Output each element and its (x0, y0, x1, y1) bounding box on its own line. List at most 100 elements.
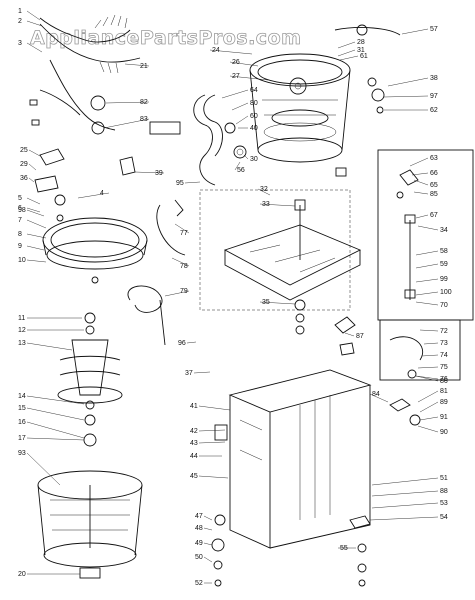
callout-81[interactable]: 81 (440, 388, 448, 395)
agitator[interactable] (57, 312, 123, 447)
callout-75[interactable]: 75 (440, 364, 448, 371)
callout-76[interactable]: 76 (440, 376, 448, 383)
callout-3[interactable]: 3 (18, 40, 22, 47)
callout-86[interactable]: 86 (440, 378, 448, 385)
callout-95[interactable]: 95 (176, 180, 184, 187)
callout-99[interactable]: 99 (440, 276, 448, 283)
callout-98[interactable]: 98 (18, 207, 26, 214)
callout-6[interactable]: 6 (18, 205, 22, 212)
callout-67[interactable]: 67 (430, 212, 438, 219)
callout-45[interactable]: 45 (190, 473, 198, 480)
callout-56[interactable]: 56 (237, 167, 245, 174)
wire-harness[interactable] (29, 14, 141, 135)
callout-55[interactable]: 55 (340, 545, 348, 552)
callout-66[interactable]: 66 (430, 170, 438, 177)
callout-84[interactable]: 84 (372, 391, 380, 398)
callout-57[interactable]: 57 (430, 26, 438, 33)
callout-78[interactable]: 78 (180, 263, 188, 270)
callout-89[interactable]: 89 (440, 399, 448, 406)
cover-hardware[interactable] (334, 24, 401, 177)
transmission-plate[interactable] (199, 189, 362, 335)
callout-48[interactable]: 48 (195, 525, 203, 532)
callout-42[interactable]: 42 (190, 428, 198, 435)
tub-ring[interactable] (42, 217, 148, 284)
callout-16[interactable]: 16 (18, 419, 26, 426)
bottom-right-hardware[interactable] (211, 316, 421, 587)
callout-79[interactable]: 79 (180, 288, 188, 295)
callout-41[interactable]: 41 (190, 403, 198, 410)
callout-59[interactable]: 59 (440, 261, 448, 268)
callout-51[interactable]: 51 (440, 475, 448, 482)
cabinet[interactable] (214, 369, 372, 549)
callout-26[interactable]: 26 (232, 59, 240, 66)
callout-28[interactable]: 28 (357, 39, 365, 46)
callout-49[interactable]: 49 (195, 540, 203, 547)
callout-11[interactable]: 11 (18, 315, 25, 322)
callout-32[interactable]: 32 (260, 186, 268, 193)
callout-34[interactable]: 34 (440, 227, 448, 234)
callout-8[interactable]: 8 (18, 231, 22, 238)
callout-25[interactable]: 25 (20, 147, 28, 154)
callout-53[interactable]: 53 (440, 500, 448, 507)
callout-100[interactable]: 100 (440, 289, 452, 296)
callout-15[interactable]: 15 (18, 405, 26, 412)
callout-7[interactable]: 7 (18, 217, 22, 224)
callout-14[interactable]: 14 (18, 393, 26, 400)
callout-82[interactable]: 82 (140, 99, 148, 106)
callout-83[interactable]: 83 (140, 116, 148, 123)
outer-tub-cover[interactable] (249, 53, 351, 163)
callout-4[interactable]: 4 (100, 190, 104, 197)
callout-13[interactable]: 13 (18, 340, 26, 347)
callout-50[interactable]: 50 (195, 554, 203, 561)
callout-63[interactable]: 63 (430, 155, 438, 162)
callout-54[interactable]: 54 (440, 514, 448, 521)
callout-1[interactable]: 1 (18, 8, 22, 15)
callout-80[interactable]: 80 (250, 100, 258, 107)
callout-77[interactable]: 77 (180, 230, 188, 237)
callout-21[interactable]: 21 (140, 63, 148, 70)
callout-52[interactable]: 52 (195, 580, 203, 587)
callout-87[interactable]: 87 (356, 333, 364, 340)
callout-17[interactable]: 17 (18, 435, 26, 442)
callout-24[interactable]: 24 (212, 47, 220, 54)
callout-12[interactable]: 12 (18, 327, 26, 334)
callout-60[interactable]: 60 (250, 113, 258, 120)
callout-29[interactable]: 29 (20, 161, 28, 168)
drain-hose[interactable] (193, 94, 247, 186)
callout-31[interactable]: 31 (357, 47, 365, 54)
callout-70[interactable]: 70 (440, 302, 448, 309)
callout-37[interactable]: 37 (185, 370, 193, 377)
callout-30[interactable]: 30 (250, 156, 258, 163)
callout-65[interactable]: 65 (430, 182, 438, 189)
callout-91[interactable]: 91 (440, 414, 448, 421)
power-cord[interactable] (127, 199, 186, 346)
callout-96[interactable]: 96 (178, 340, 186, 347)
callout-38[interactable]: 38 (430, 75, 438, 82)
callout-35[interactable]: 35 (262, 299, 270, 306)
callout-88[interactable]: 88 (440, 488, 448, 495)
callout-20[interactable]: 20 (18, 571, 26, 578)
callout-58[interactable]: 58 (440, 248, 448, 255)
callout-9[interactable]: 9 (18, 243, 22, 250)
callout-47[interactable]: 47 (195, 513, 203, 520)
callout-5[interactable]: 5 (18, 195, 22, 202)
callout-10[interactable]: 10 (18, 257, 26, 264)
callout-33[interactable]: 33 (262, 201, 270, 208)
callout-93[interactable]: 93 (18, 450, 26, 457)
callout-85[interactable]: 85 (430, 191, 438, 198)
callout-2[interactable]: 2 (18, 18, 22, 25)
callout-62[interactable]: 62 (430, 107, 438, 114)
callout-44[interactable]: 44 (190, 453, 198, 460)
callout-72[interactable]: 72 (440, 328, 448, 335)
callout-27[interactable]: 27 (232, 73, 240, 80)
callout-97[interactable]: 97 (430, 93, 438, 100)
callout-43[interactable]: 43 (190, 440, 198, 447)
callout-74[interactable]: 74 (440, 352, 448, 359)
callout-73[interactable]: 73 (440, 340, 448, 347)
callout-40[interactable]: 40 (250, 125, 258, 132)
callout-61[interactable]: 61 (360, 53, 368, 60)
callout-36[interactable]: 36 (20, 175, 28, 182)
callout-64[interactable]: 64 (250, 87, 258, 94)
callout-90[interactable]: 90 (440, 429, 448, 436)
wash-basket[interactable] (37, 470, 143, 579)
